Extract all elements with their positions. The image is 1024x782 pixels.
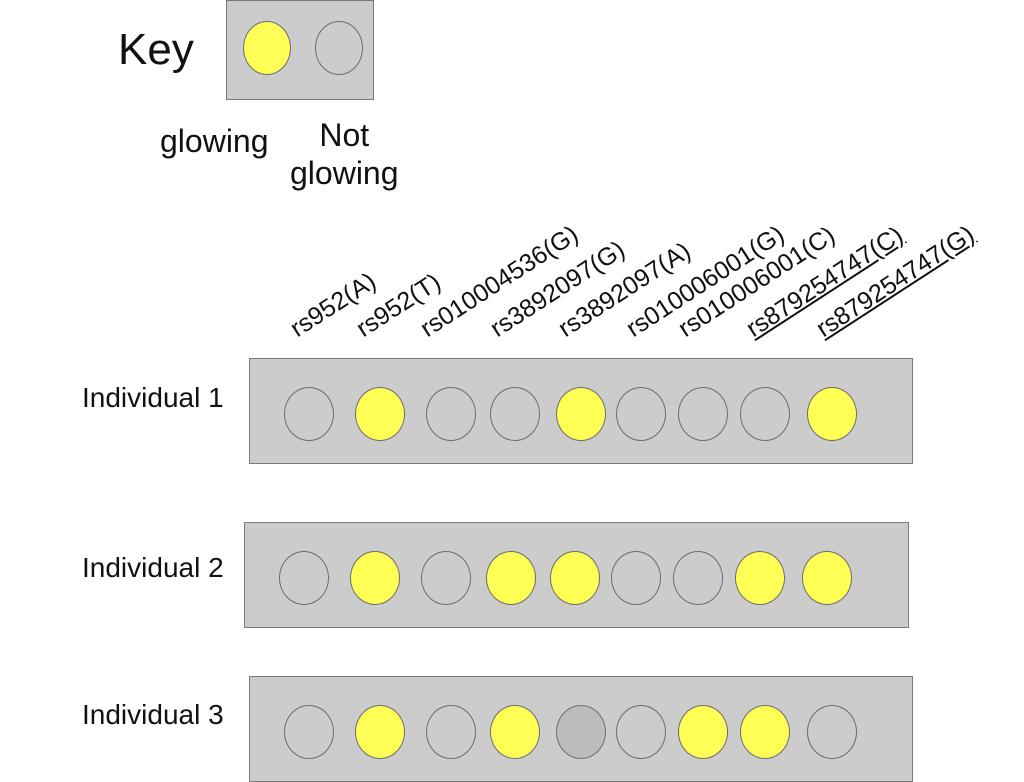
glowing-dot (550, 551, 600, 605)
glowing-dot (355, 387, 405, 441)
key-title: Key (118, 25, 194, 74)
key-glowing-label: glowing (160, 123, 269, 159)
not-glowing-dot (616, 705, 666, 759)
not-glowing-dot (673, 551, 723, 605)
not-glowing-dot (284, 387, 334, 441)
individual-label: Individual 1 (82, 382, 224, 413)
glowing-dot (735, 551, 785, 605)
key-box (226, 0, 374, 100)
glowing-dot (740, 705, 790, 759)
not-glowing-dot (807, 705, 857, 759)
key-not-glowing-dot (315, 21, 363, 75)
glowing-dot (486, 551, 536, 605)
key-not-glowing-label: Not glowing (290, 117, 399, 191)
not-glowing-dot (426, 387, 476, 441)
not-glowing-dot (284, 705, 334, 759)
glowing-dot (490, 705, 540, 759)
individual-panel (249, 676, 913, 782)
glowing-dot (350, 551, 400, 605)
not-glowing-dot (421, 551, 471, 605)
not-glowing-dot (678, 387, 728, 441)
glowing-dot (678, 705, 728, 759)
not-glowing-dot (426, 705, 476, 759)
glowing-dot (556, 387, 606, 441)
not-glowing-dot (490, 387, 540, 441)
glowing-dot (807, 387, 857, 441)
glowing-dot (355, 705, 405, 759)
individual-panel (249, 358, 913, 464)
individual-label: Individual 3 (82, 699, 224, 730)
glowing-dot (802, 551, 852, 605)
individual-panel (244, 522, 909, 628)
not-glowing-dot (279, 551, 329, 605)
dim-dot (556, 705, 606, 759)
individual-label: Individual 2 (82, 552, 224, 583)
not-glowing-dot (616, 387, 666, 441)
not-glowing-dot (740, 387, 790, 441)
not-glowing-dot (611, 551, 661, 605)
key-glowing-dot (243, 21, 291, 75)
